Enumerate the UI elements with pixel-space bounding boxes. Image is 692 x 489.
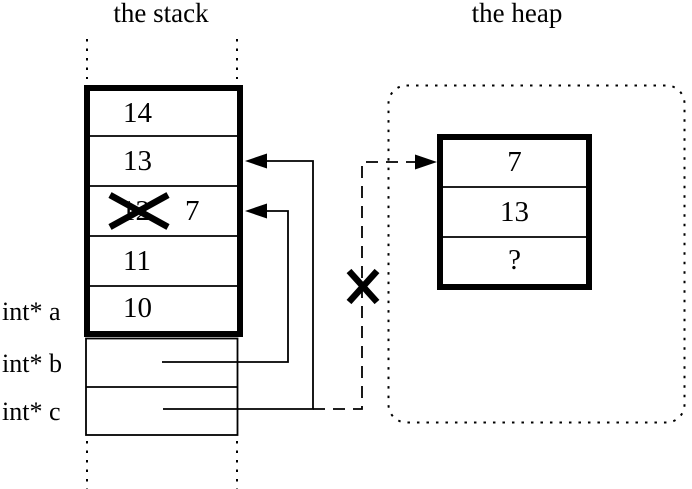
stack-cell-new-value: 7 bbox=[185, 195, 200, 227]
stack-title: the stack bbox=[113, 0, 209, 28]
stack-cell-value: 11 bbox=[123, 245, 151, 277]
stack-cell-value: 14 bbox=[123, 97, 152, 129]
left-arrowhead-icon bbox=[245, 203, 267, 219]
pointer-label-c: int* c bbox=[2, 397, 61, 426]
pointer-b-line bbox=[162, 210, 289, 363]
broken-heap-link-line bbox=[313, 161, 415, 410]
right-arrowhead-icon bbox=[415, 154, 437, 170]
pointer-label-b: int* b bbox=[2, 349, 62, 378]
left-arrowhead-icon bbox=[245, 153, 267, 169]
stack-cell-value: 10 bbox=[123, 292, 152, 324]
stack-box bbox=[84, 85, 243, 337]
heap-cell-value: 7 bbox=[507, 146, 522, 178]
stack-cell-value: 13 bbox=[123, 145, 152, 177]
stack-cell-old-value: 12 bbox=[121, 195, 150, 227]
pointer-label-a: int* a bbox=[2, 297, 61, 326]
pointer-c-line bbox=[163, 160, 314, 410]
heap-cell-value: 13 bbox=[500, 196, 529, 228]
heap-box bbox=[437, 134, 592, 290]
heap-cell-value: ? bbox=[508, 244, 521, 276]
heap-title: the heap bbox=[471, 0, 563, 28]
heap-region-outline bbox=[387, 84, 686, 424]
